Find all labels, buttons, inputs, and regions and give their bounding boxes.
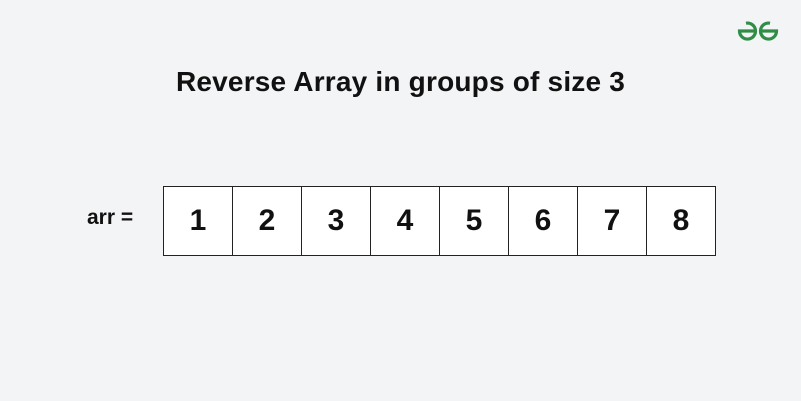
array-cell: 7: [577, 186, 647, 256]
array-cell: 3: [301, 186, 371, 256]
array-label: arr =: [87, 206, 134, 229]
array-row: 1 2 3 4 5 6 7 8: [163, 186, 716, 256]
array-cell: 5: [439, 186, 509, 256]
diagram-title: Reverse Array in groups of size 3: [175, 66, 626, 97]
array-cell: 6: [508, 186, 578, 256]
gfg-logo-icon: [737, 21, 779, 41]
array-cell: 2: [232, 186, 302, 256]
array-cell: 1: [163, 186, 233, 256]
array-cell: 4: [370, 186, 440, 256]
array-cell: 8: [646, 186, 716, 256]
